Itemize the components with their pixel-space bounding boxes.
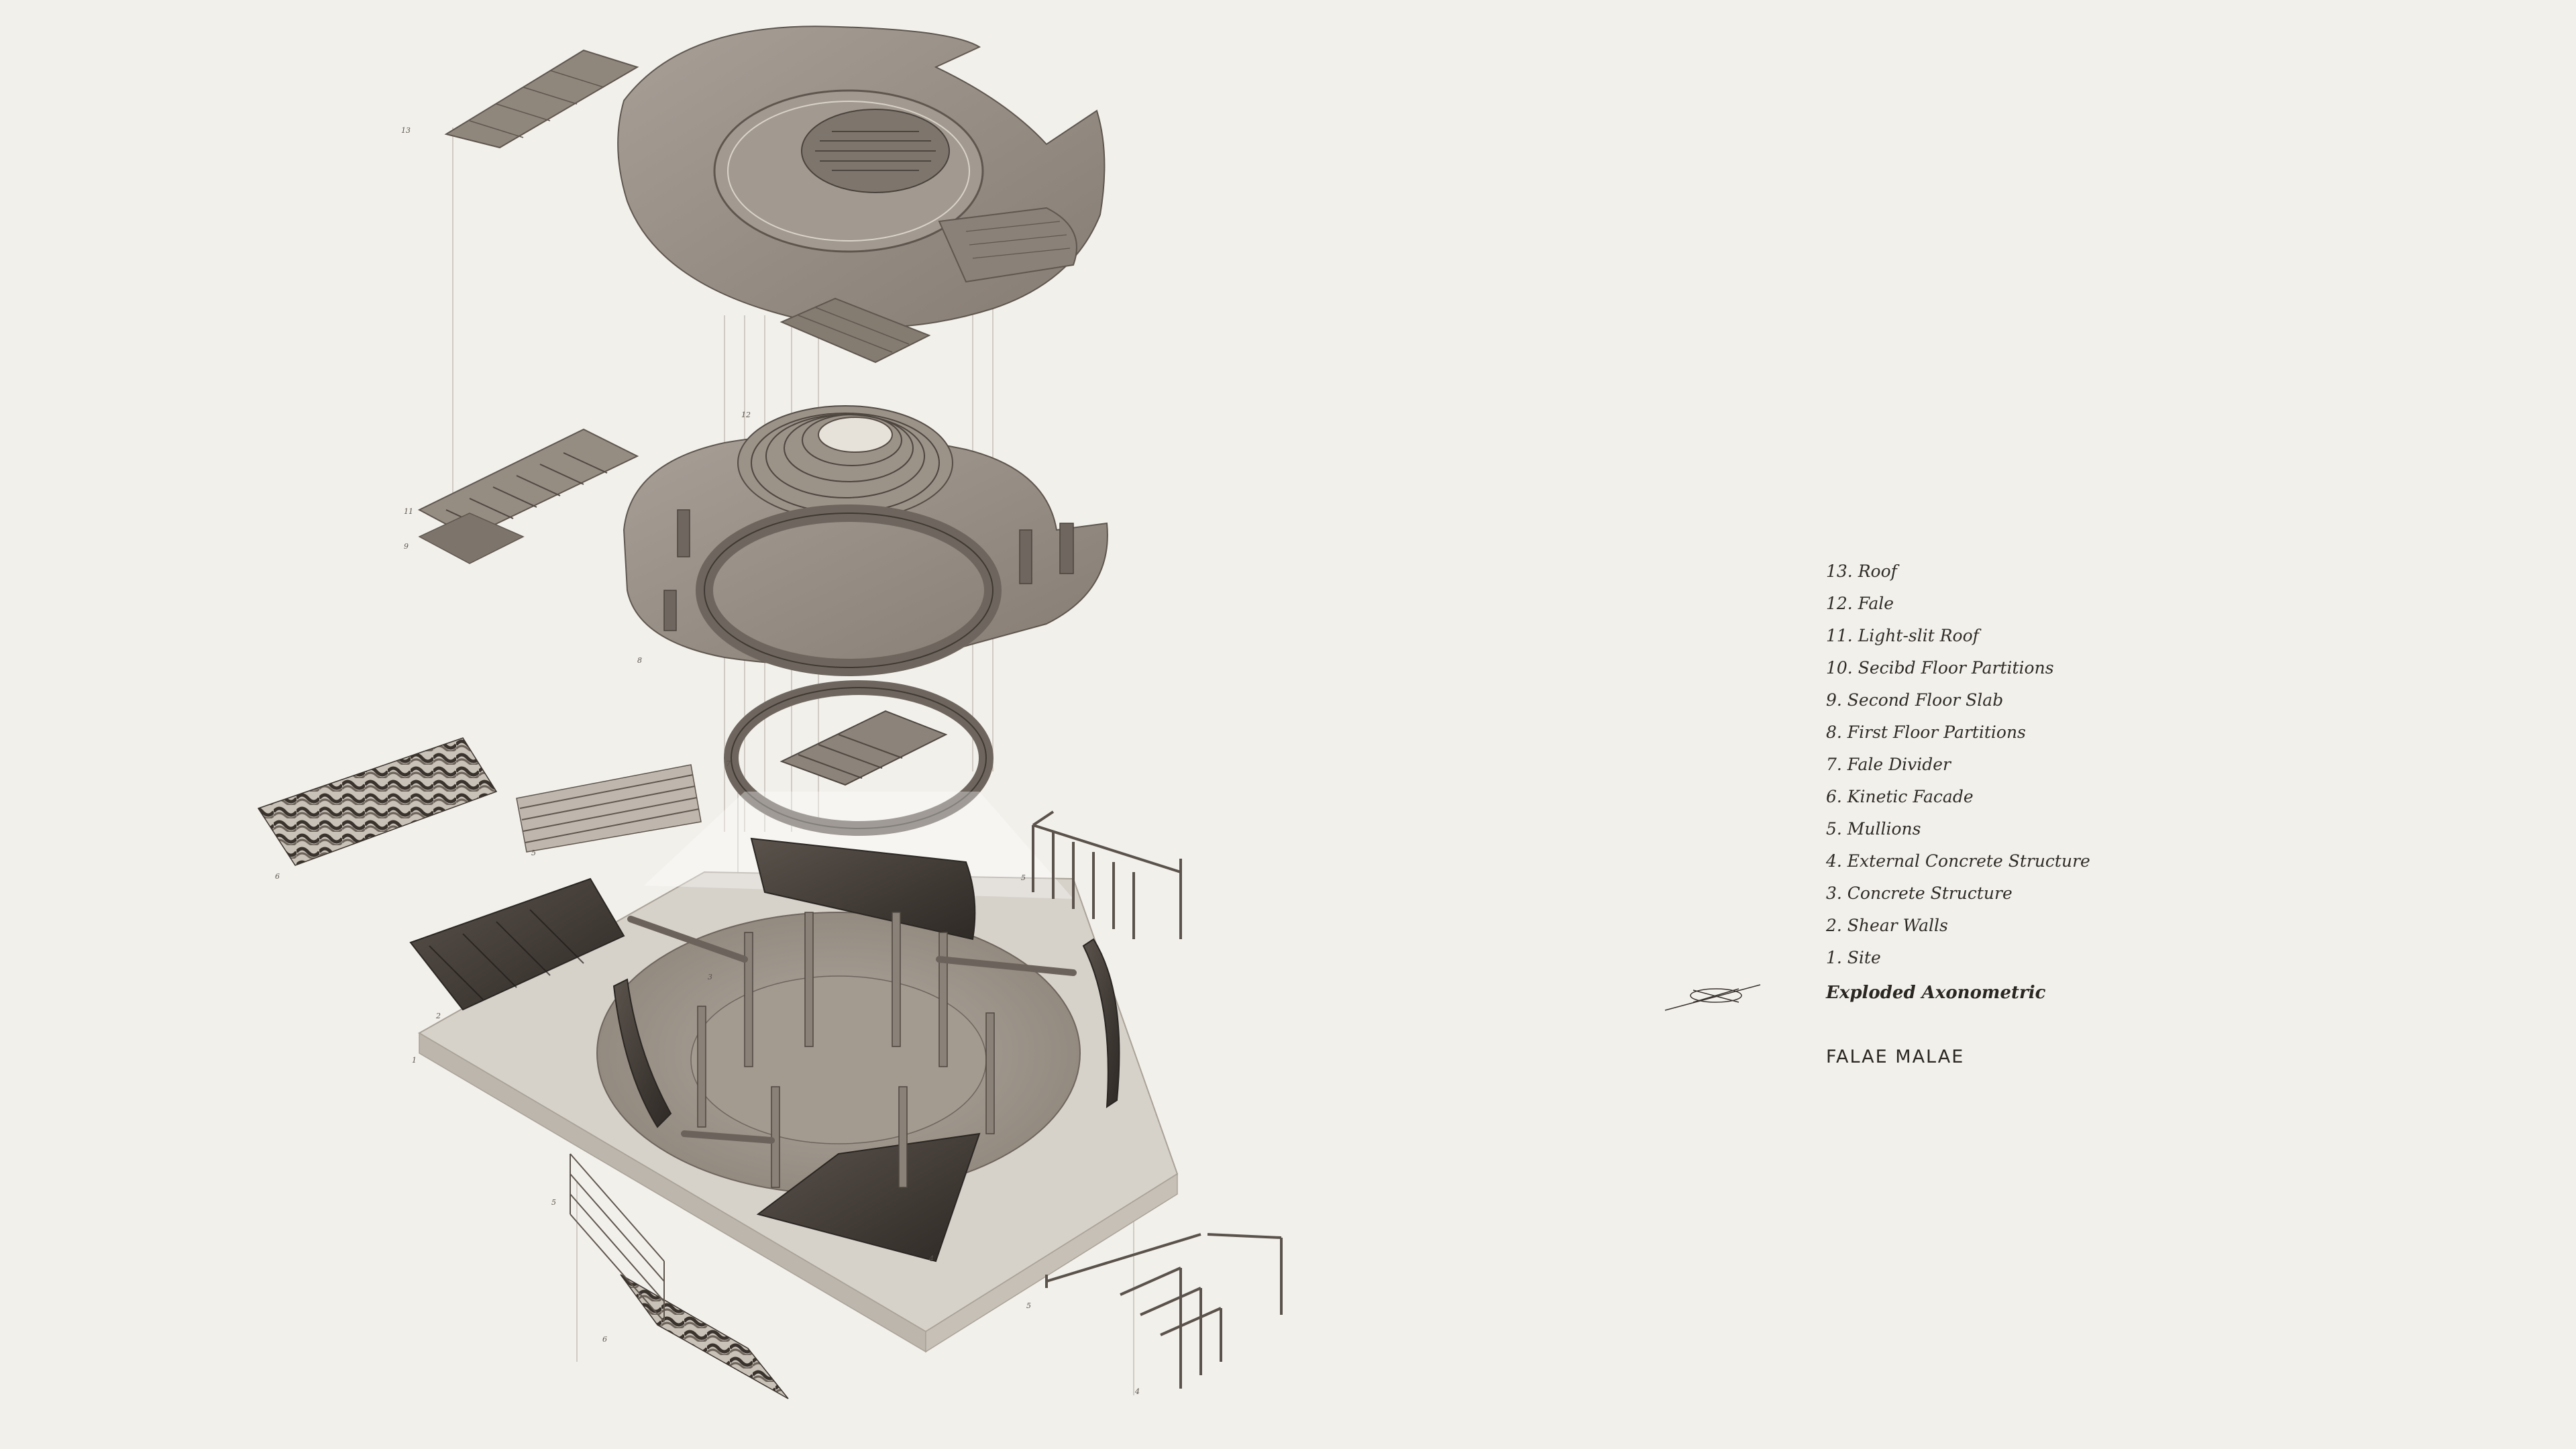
callout-1: 1 (412, 1056, 417, 1065)
callout-6b: 6 (602, 1335, 607, 1344)
legend-item-roof: 13. Roof (1826, 561, 1897, 581)
fale-divider-level: 7 (724, 680, 994, 836)
legend-item-first-floor-partitions: 8. First Floor Partitions (1826, 722, 2026, 742)
callout-11: 11 (404, 507, 413, 516)
callout-6: 6 (275, 872, 280, 881)
facade-and-mullions: 6 5 5 6 5 5 4 4 (257, 737, 1283, 1399)
roof-level: 13 (401, 25, 1106, 364)
legend-item-light-slit-roof: 11. Light-slit Roof (1826, 626, 1979, 645)
exploded-axonometric-drawing: 13 (257, 25, 1283, 1399)
ground-floor-level: 2 1 3 (409, 792, 1179, 1353)
legend-item-second-floor-slab: 9. Second Floor Slab (1826, 690, 2004, 710)
drawing-type-label: Exploded Axonometric (1826, 983, 2046, 1003)
legend-item-external-concrete-structure: 4. External Concrete Structure (1826, 851, 2090, 871)
north-arrow-icon (1664, 984, 1761, 1011)
legend-item-kinetic-facade: 6. Kinetic Facade (1826, 787, 1974, 806)
callout-8: 8 (637, 656, 642, 665)
legend-item-shear-walls: 2. Shear Walls (1826, 916, 1948, 935)
legend-item-fale-divider: 7. Fale Divider (1826, 755, 1951, 774)
legend-item-fale: 12. Fale (1826, 594, 1894, 613)
legend-item-mullions: 5. Mullions (1826, 819, 1921, 839)
callout-4b: 4 (1134, 1387, 1140, 1396)
callout-5d: 5 (1026, 1301, 1031, 1310)
callout-12: 12 (741, 411, 751, 419)
legend-item-concrete-structure: 3. Concrete Structure (1826, 883, 2012, 903)
callout-5c: 5 (551, 1198, 556, 1207)
callout-5a: 5 (531, 849, 536, 857)
legend-item-second-floor-partitions: 10. Secibd Floor Partitions (1826, 658, 2054, 678)
callout-2: 2 (435, 1012, 441, 1020)
legend: 13. Roof 12. Fale 11. Light-slit Roof 10… (1826, 555, 2296, 974)
project-title: FALAE MALAE (1826, 1046, 1965, 1067)
callout-5b: 5 (1021, 873, 1026, 882)
callout-13: 13 (401, 126, 411, 135)
second-floor-level: 12 11 9 8 (404, 405, 1108, 676)
callout-4a: 4 (928, 1254, 934, 1263)
callout-9: 9 (404, 542, 409, 551)
callout-3: 3 (708, 973, 712, 981)
callout-7: 7 (726, 759, 731, 768)
legend-item-site: 1. Site (1826, 948, 1881, 967)
